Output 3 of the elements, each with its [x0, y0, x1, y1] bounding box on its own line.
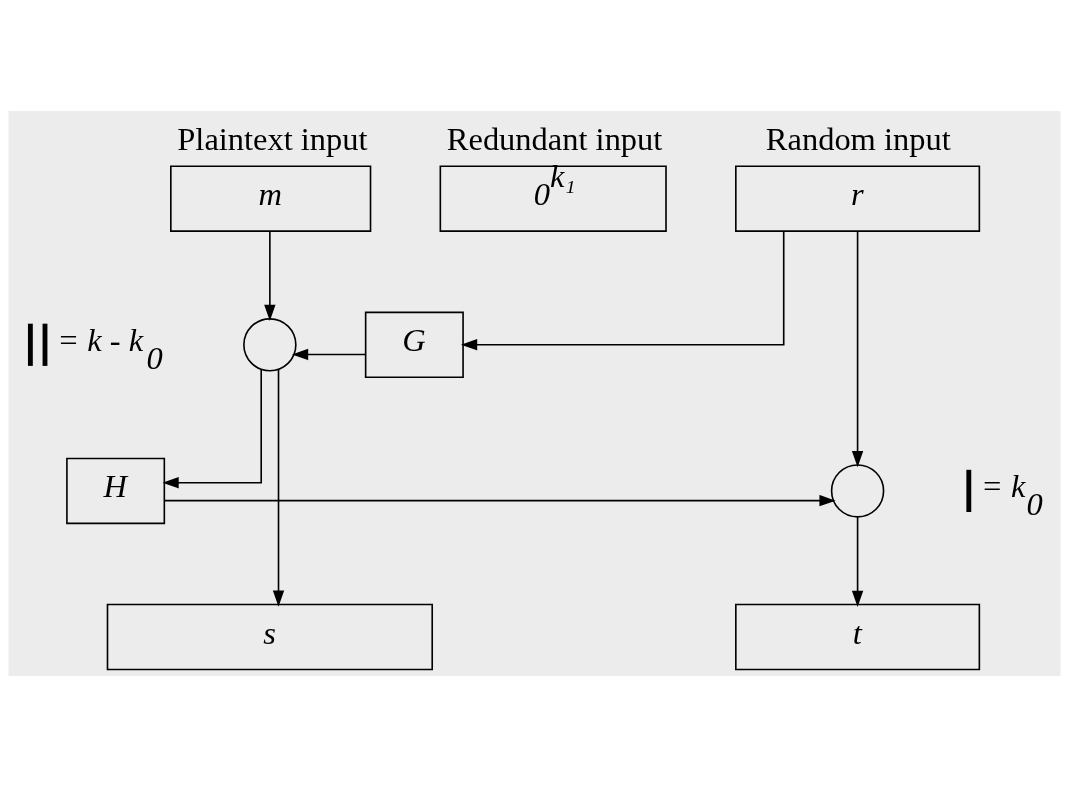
node-label: Random input [765, 120, 951, 157]
node-label: Redundant input [446, 120, 663, 157]
node-label: Plaintext input [177, 120, 368, 157]
